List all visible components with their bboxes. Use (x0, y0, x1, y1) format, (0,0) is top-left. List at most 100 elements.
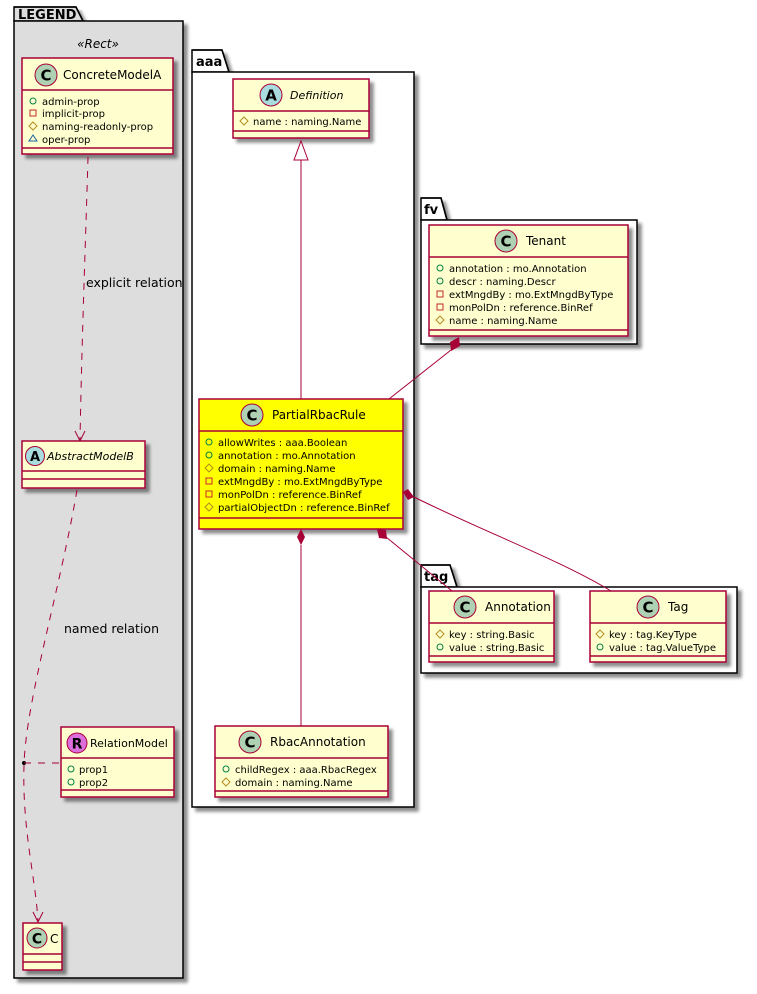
abstract-a-icon (259, 83, 283, 107)
class-c-icon (636, 595, 660, 619)
public-visibility-icon (436, 277, 444, 285)
class-name: PartialRbacRule (272, 408, 366, 422)
protected-visibility-icon (239, 116, 249, 126)
abstract-a-icon (25, 446, 45, 466)
private-visibility-icon (436, 303, 444, 311)
class-c-letter: C (32, 932, 42, 948)
attr-list: annotation : mo.Annotation descr : namin… (435, 264, 613, 327)
class-c-icon (494, 229, 518, 253)
composition-diamond-icon (450, 337, 460, 351)
attr-partial-object-dn: partialObjectDn : reference.BinRef (218, 503, 390, 514)
class-name: C (50, 932, 58, 946)
attr-name: name : naming.Name (449, 316, 557, 327)
composition-diamond-icon (403, 489, 414, 500)
class-c-letter: C (500, 233, 511, 251)
attr-domain: domain : naming.Name (218, 464, 336, 475)
class-name: Tag (667, 600, 688, 614)
attr-prop1: prop1 (79, 765, 108, 776)
class-c[interactable]: C C (22, 922, 63, 971)
attr-allow-writes: allowWrites : aaa.Boolean (218, 438, 347, 449)
public-visibility-icon (205, 451, 213, 459)
attr-ext-mngd-by: extMngdBy : mo.ExtMngdByType (449, 290, 613, 301)
class-c-icon (26, 927, 48, 949)
protected-visibility-icon (204, 463, 214, 473)
class-name: AbstractModelB (46, 450, 134, 463)
class-tag[interactable]: C Tag key : tag.KeyType value : tag.Valu… (589, 590, 727, 663)
attr-mon-pol-dn: monPolDn : reference.BinRef (218, 490, 362, 501)
public-visibility-icon (436, 643, 444, 651)
attr-domain: domain : naming.Name (235, 778, 353, 789)
attr-ext-mngd-by: extMngdBy : mo.ExtMngdByType (218, 477, 382, 488)
public-visibility-icon (205, 438, 213, 446)
public-visibility-icon (596, 643, 604, 651)
public-visibility-icon (29, 97, 37, 105)
attr-descr: descr : naming.Descr (449, 277, 556, 288)
inheritance-triangle-icon (293, 139, 309, 161)
legend-stereotype: «Rect» (77, 37, 119, 51)
composition-diamond-icon (297, 529, 305, 545)
private-visibility-icon (205, 477, 213, 485)
class-abstract-model-b[interactable]: A AbstractModelB (21, 440, 146, 489)
class-name: Tenant (525, 234, 566, 248)
named-relation-label: named relation (64, 621, 159, 636)
class-c-letter: C (246, 407, 257, 425)
attr-admin-prop: admin-prop (42, 97, 100, 108)
class-definition[interactable]: A Definition name : naming.Name (232, 78, 370, 139)
private-visibility-icon (29, 109, 37, 117)
named-relation-edge: named relation (22, 489, 159, 924)
public-visibility-icon (67, 778, 75, 786)
attr-oper-prop: oper-prop (42, 135, 90, 146)
attr-name: name : naming.Name (253, 117, 361, 128)
package-visibility-icon (28, 134, 38, 142)
public-visibility-icon (67, 765, 75, 773)
class-annotation[interactable]: C Annotation key : string.Basic value : … (428, 590, 555, 663)
private-visibility-icon (205, 490, 213, 498)
class-partial-rbac-rule[interactable]: C PartialRbacRule allowWrites : aaa.Bool… (198, 398, 404, 530)
package-title: aaa (196, 55, 222, 70)
protected-visibility-icon (221, 777, 231, 787)
class-c-icon (453, 595, 477, 619)
attr-annotation: annotation : mo.Annotation (449, 264, 587, 275)
arrow-head-icon (32, 911, 44, 924)
relation-r-icon (66, 732, 88, 754)
class-c-letter: C (459, 599, 470, 617)
public-visibility-icon (222, 765, 230, 773)
attr-naming-readonly-prop: naming-readonly-prop (42, 122, 153, 133)
attr-list: admin-prop implicit-prop naming-readonly… (28, 97, 153, 146)
protected-visibility-icon (435, 315, 445, 325)
protected-visibility-icon (435, 629, 445, 639)
class-rbac-annotation[interactable]: C RbacAnnotation childRegex : aaa.RbacRe… (214, 725, 389, 798)
attr-value: value : tag.ValueType (609, 643, 716, 654)
attr-prop2: prop2 (79, 778, 108, 789)
abstract-a-letter: A (30, 450, 40, 465)
class-c-icon (240, 403, 264, 427)
composition-diamond-icon (377, 529, 387, 539)
attr-child-regex: childRegex : aaa.RbacRegex (235, 765, 377, 776)
protected-visibility-icon (595, 629, 605, 639)
class-name: RelationModel (90, 737, 168, 750)
class-c-letter: C (642, 599, 653, 617)
class-concrete-model-a[interactable]: C ConcreteModelA admin-prop implicit-pro… (21, 57, 174, 155)
public-visibility-icon (436, 264, 444, 272)
explicit-relation-label: explicit relation (86, 275, 183, 290)
relation-r-letter: R (72, 737, 83, 753)
composition-edge-rbac-annotation (297, 529, 305, 726)
class-tenant[interactable]: C Tenant annotation : mo.Annotation desc… (428, 224, 629, 337)
attr-annotation: annotation : mo.Annotation (218, 451, 356, 462)
composition-edge-tag (403, 489, 612, 592)
composition-edge-annotation (377, 529, 453, 592)
attr-list: allowWrites : aaa.Boolean annotation : m… (204, 438, 390, 514)
attr-mon-pol-dn: monPolDn : reference.BinRef (449, 303, 593, 314)
class-relation-model[interactable]: R RelationModel prop1 prop2 (60, 726, 175, 798)
private-visibility-icon (436, 290, 444, 298)
class-c-letter: C (40, 67, 51, 85)
package-title: fv (424, 203, 439, 218)
class-name: Definition (290, 89, 343, 102)
explicit-relation-edge: explicit relation (74, 156, 183, 443)
class-c-icon (238, 730, 262, 754)
class-name: Annotation (485, 600, 551, 614)
class-name: RbacAnnotation (270, 735, 366, 749)
legend-package: LEGEND «Rect» (13, 6, 184, 979)
composition-edge-tenant (388, 337, 460, 400)
